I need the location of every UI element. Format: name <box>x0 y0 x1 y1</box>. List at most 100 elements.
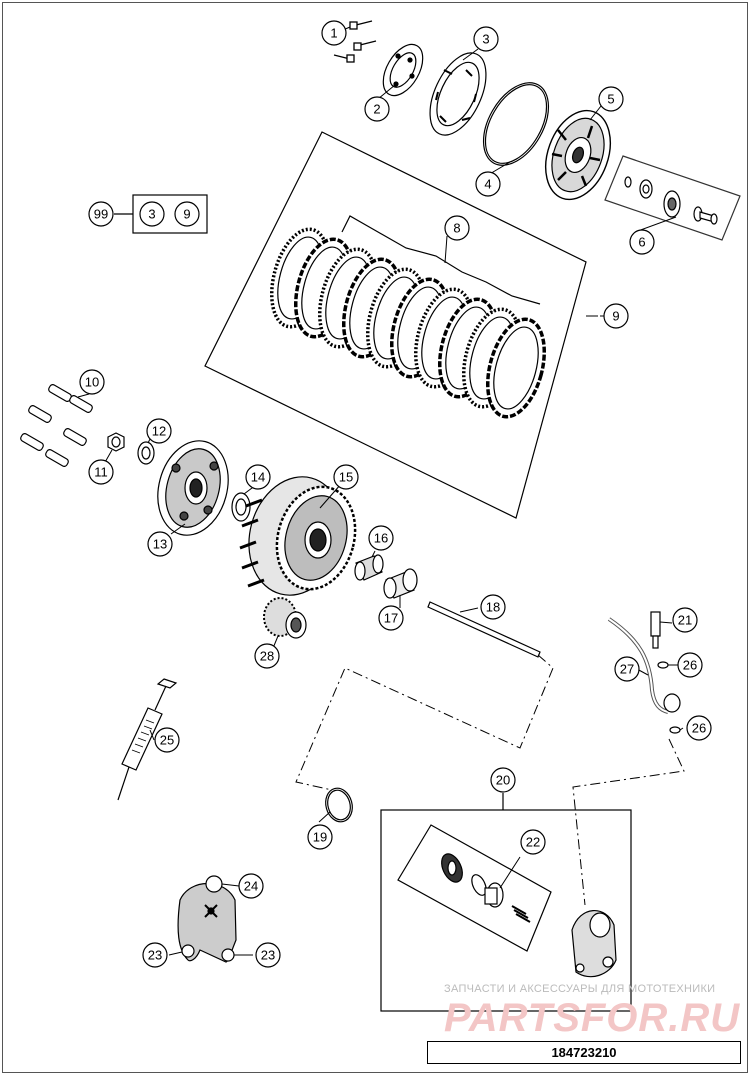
callout-6-label: 6 <box>638 235 645 250</box>
callout-14-label: 14 <box>251 470 265 485</box>
hydraulic-hose-part-27 <box>607 617 669 714</box>
callout-3-circle <box>473 26 499 52</box>
callout-27-label: 27 <box>620 662 634 677</box>
copper-washer-part-26 <box>657 661 681 734</box>
callout-18-label: 18 <box>486 600 500 615</box>
clutch-plates-part-8 <box>269 215 547 419</box>
kit-ref-99-label: 99 <box>94 207 108 222</box>
callout-11-circle <box>88 459 114 485</box>
callout-8-circle <box>444 215 470 241</box>
callout-20-label: 20 <box>496 773 510 788</box>
kit-item-9-circle <box>174 201 200 227</box>
callout-13-label: 13 <box>153 537 167 552</box>
bolt-part-1 <box>333 20 377 63</box>
routing-dashed-lines <box>295 654 685 906</box>
slave-cylinder-housing <box>571 910 617 978</box>
bushing-part-17 <box>383 568 418 599</box>
piston-kit-part-22 <box>397 824 552 952</box>
banjo-fitting <box>663 693 681 713</box>
pins-part-10 <box>20 384 93 467</box>
kit-box-part-6 <box>604 155 741 241</box>
kit-item-3-circle <box>139 201 165 227</box>
plate-bracket-line <box>341 215 541 305</box>
callout-9-circle <box>603 303 629 329</box>
kit-item-3-label: 3 <box>148 207 155 222</box>
callout-28-circle <box>254 643 280 669</box>
callout-23b-circle <box>255 942 281 968</box>
callout-20-circle <box>490 767 516 793</box>
callout-15-label: 15 <box>339 470 353 485</box>
pressure-plate-part-5 <box>545 109 611 201</box>
clutch-disc-inner <box>493 326 539 410</box>
callout-26b-circle <box>686 715 712 741</box>
callout-24-circle <box>238 873 264 899</box>
callout-6-circle <box>629 229 655 255</box>
o-ring-part-19 <box>325 787 353 823</box>
syringe-part-25 <box>117 678 178 801</box>
spring-plate-part-3 <box>429 52 487 136</box>
watermark-brand: PARTSFOR.RU <box>444 996 741 1040</box>
clutch-cover-part-24 <box>177 875 237 963</box>
clutch-disc <box>485 317 547 419</box>
callout-24-label: 24 <box>244 879 258 894</box>
banjo-bolt-part-21 <box>650 611 661 649</box>
callout-4-circle <box>475 171 501 197</box>
callout-2-circle <box>364 96 390 122</box>
callout-17-circle <box>378 605 404 631</box>
callout-25-label: 25 <box>160 733 174 748</box>
callout-4-label: 4 <box>484 177 491 192</box>
callout-3-label: 3 <box>482 32 489 47</box>
o-ring-part-4 <box>482 82 550 166</box>
callout-9-label: 9 <box>612 309 619 324</box>
callout-23a-circle <box>142 942 168 968</box>
callout-5-label: 5 <box>607 92 614 107</box>
ring-plate-part-2 <box>382 43 424 97</box>
clutch-pack-outline <box>204 131 587 519</box>
callout-5-circle <box>598 86 624 112</box>
callout-26a-circle <box>677 652 703 678</box>
callout-1-circle <box>321 20 347 46</box>
callout-23a-label: 23 <box>148 948 162 963</box>
gear-part-28 <box>263 597 307 639</box>
kit-item-9-label: 9 <box>183 207 190 222</box>
clutch-basket-part-15 <box>239 476 357 596</box>
callout-28-label: 28 <box>260 649 274 664</box>
thrust-washer-part-14 <box>231 492 251 522</box>
callout-21-circle <box>672 607 698 633</box>
callout-1-label: 1 <box>330 26 337 41</box>
slave-cylinder-box-part-20 <box>380 793 632 1012</box>
callout-27-circle <box>614 656 640 682</box>
callout-25-circle <box>154 727 180 753</box>
callout-22-label: 22 <box>526 835 540 850</box>
callout-15-circle <box>333 464 359 490</box>
callout-16-label: 16 <box>374 531 388 546</box>
callout-14-circle <box>245 464 271 490</box>
callout-10-label: 10 <box>85 375 99 390</box>
callout-19-label: 19 <box>313 830 327 845</box>
callout-12-circle <box>146 418 172 444</box>
needle-bearing-part-16 <box>354 554 384 581</box>
lock-washer-part-12 <box>137 441 155 465</box>
callout-8-label: 8 <box>453 221 460 236</box>
kit-reference-box <box>114 194 208 234</box>
callout-26a-label: 26 <box>683 658 697 673</box>
callout-19-circle <box>307 824 333 850</box>
callout-16-circle <box>368 525 394 551</box>
callout-26b-label: 26 <box>692 721 706 736</box>
callout-13-circle <box>147 531 173 557</box>
nut-part-11 <box>107 432 125 452</box>
callout-22-circle <box>520 829 546 855</box>
watermark-caption: ЗАПЧАСТИ И АКСЕССУАРЫ ДЛЯ МОТОТЕХНИКИ <box>444 983 716 995</box>
inner-hub-part-13 <box>157 440 229 536</box>
push-rod-part-18 <box>427 601 541 658</box>
callout-11-label: 11 <box>94 465 108 480</box>
drawing-number: 184723210 <box>427 1041 741 1064</box>
callout-12-label: 12 <box>152 424 166 439</box>
callout-18-circle <box>480 594 506 620</box>
callout-21-label: 21 <box>678 613 692 628</box>
callout-23b-label: 23 <box>261 948 275 963</box>
